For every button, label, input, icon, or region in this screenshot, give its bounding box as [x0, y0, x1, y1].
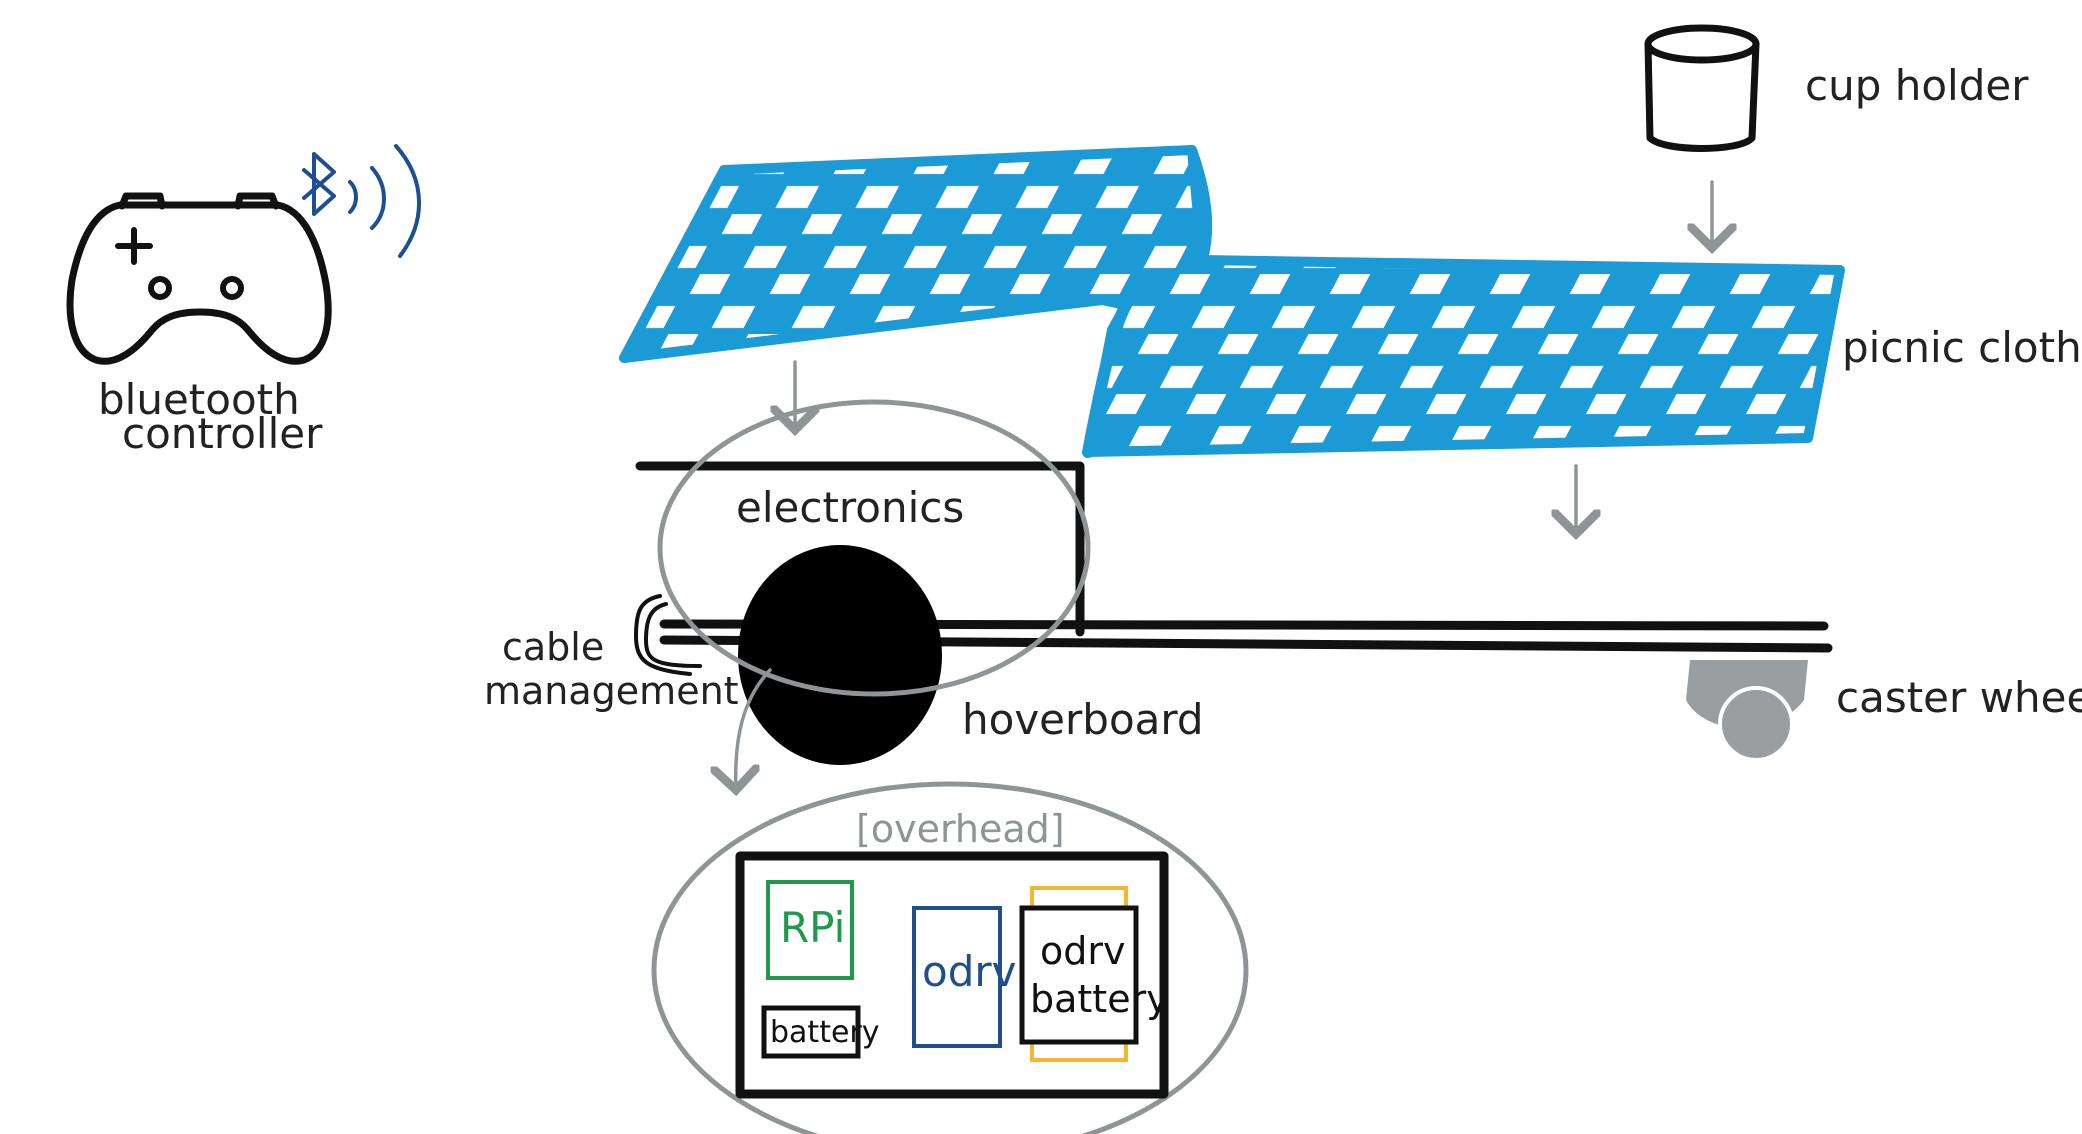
robot-body — [634, 461, 1833, 765]
picnic-cloth-group: picnic cloth — [619, 145, 2082, 534]
cable-label-line1: cable — [502, 625, 604, 669]
hoverboard-wheel — [738, 545, 942, 765]
overhead-label: [overhead] — [856, 807, 1065, 851]
cable-loop-inner — [644, 602, 702, 668]
overhead-callout — [651, 781, 1249, 1134]
odrv-label: odrv — [922, 947, 1016, 996]
electronics-callout — [657, 399, 1091, 697]
rpi-battery: battery — [761, 1005, 880, 1059]
hoverboard-label: hoverboard — [962, 695, 1204, 744]
picnic-cloth — [619, 145, 1845, 457]
caster-wheel-label: caster wheel — [1836, 673, 2082, 722]
picnic-cloth-label: picnic cloth — [1842, 323, 2082, 372]
bluetooth-icon — [302, 152, 336, 216]
electronics-enclosure — [635, 461, 1085, 637]
odrv-battery-module: odrv battery — [1019, 886, 1169, 1062]
bluetooth-label-line2: controller — [122, 409, 323, 458]
odrv-battery-label-line2: battery — [1030, 977, 1169, 1021]
cup-icon — [1644, 24, 1760, 152]
cable-label-line2: management — [484, 669, 739, 713]
gamepad-icon — [66, 192, 332, 365]
cup-holder-label: cup holder — [1805, 61, 2029, 110]
cable-loop-outer — [634, 594, 692, 676]
cup-holder-group: cup holder — [1644, 24, 2029, 248]
controller-group: bluetooth controller — [66, 144, 421, 458]
wireless-signal-icon — [348, 144, 421, 258]
electronics-label: electronics — [736, 483, 964, 532]
caster-wheel — [1686, 660, 1808, 762]
bluetooth-label-line1: bluetooth — [98, 375, 300, 424]
rpi-module: RPi — [766, 880, 854, 980]
odrv-module: odrv — [912, 906, 1016, 1048]
odrv-battery-label-line1: odrv — [1040, 929, 1125, 973]
rpi-label: RPi — [780, 903, 845, 952]
rpi-battery-label: battery — [770, 1015, 880, 1050]
overhead-arrow — [736, 668, 772, 790]
overhead-enclosure — [735, 851, 1169, 1099]
overhead-view: [overhead] RPi battery odrv odrv battery — [651, 781, 1249, 1134]
